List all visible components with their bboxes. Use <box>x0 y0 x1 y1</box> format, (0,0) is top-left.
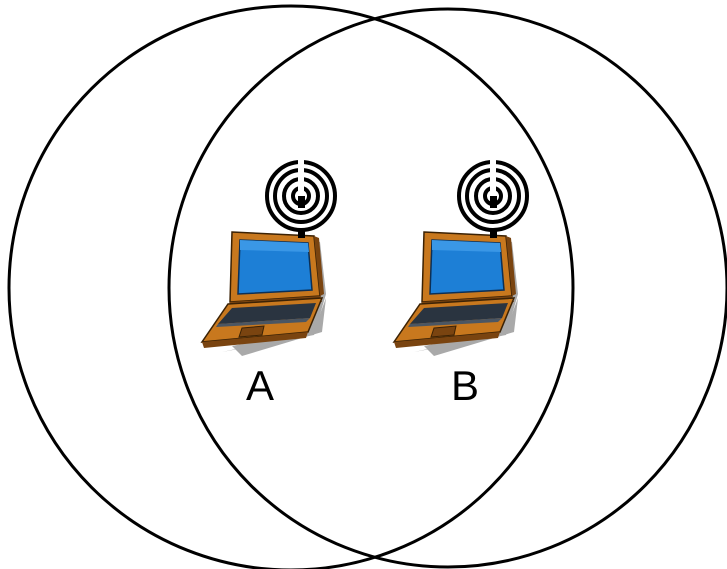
node-b: B <box>392 158 529 409</box>
laptop-with-antenna-icon <box>392 158 529 358</box>
range-circle-b <box>167 7 727 569</box>
laptop-with-antenna-icon <box>200 158 337 358</box>
node-label-a: A <box>246 362 274 409</box>
range-circle-a <box>7 4 575 569</box>
node-label-b: B <box>451 362 479 409</box>
node-a: A <box>200 158 337 409</box>
